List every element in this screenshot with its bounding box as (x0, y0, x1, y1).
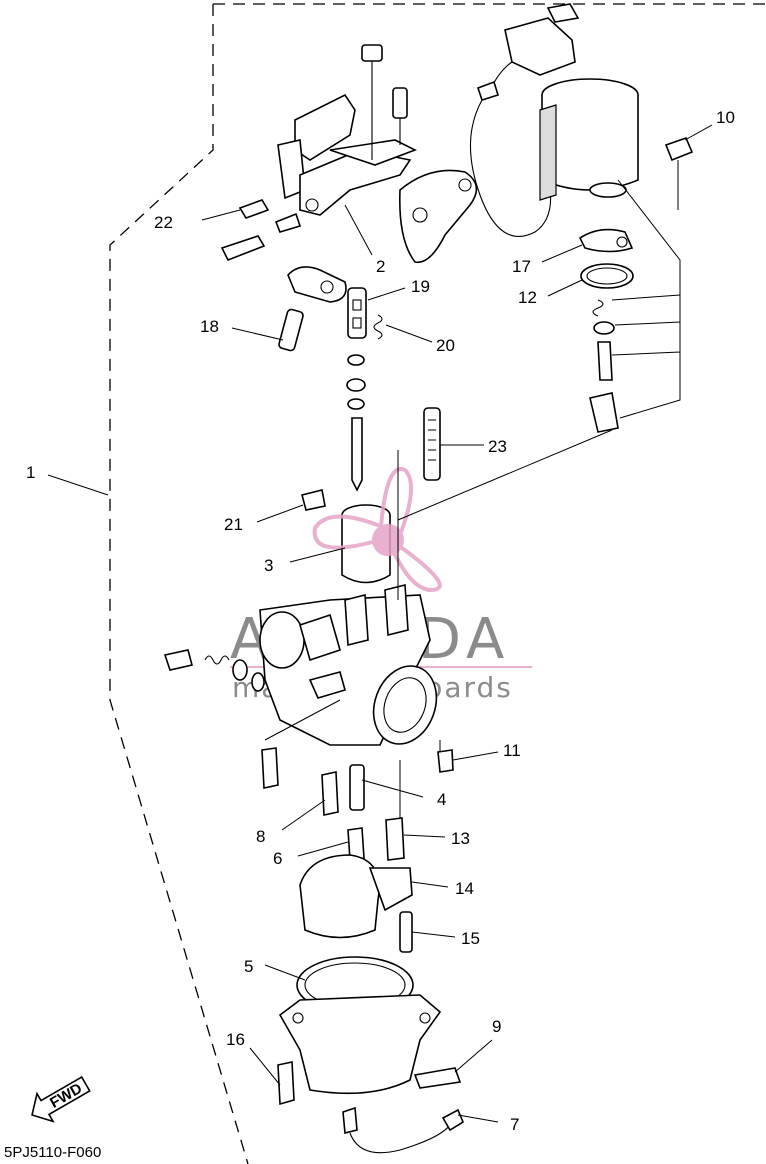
needle-jet-13 (385, 817, 405, 861)
screw-10 (664, 136, 694, 210)
screw-11 (437, 749, 454, 773)
bracket-17 (578, 228, 634, 253)
callout-12: 12 (518, 288, 537, 307)
assembly-boundary (109, 3, 766, 1164)
callout-15: 15 (461, 929, 480, 948)
solenoid-bracket-lines (611, 179, 681, 419)
plug-21 (301, 489, 326, 511)
screw-9 (413, 1067, 462, 1089)
callout-18: 18 (200, 317, 219, 336)
pin-15 (399, 911, 413, 953)
callout-8: 8 (256, 827, 265, 846)
spring-20 (373, 314, 383, 340)
washers (346, 354, 366, 410)
linkage-bracket (277, 44, 417, 216)
callout-22: 22 (154, 213, 173, 232)
solenoid-body (539, 78, 639, 201)
callout-2: 2 (376, 257, 385, 276)
callout-16: 16 (226, 1030, 245, 1049)
main-jet-4 (349, 764, 365, 811)
callout-17: 17 (512, 257, 531, 276)
callout-3: 3 (264, 556, 273, 575)
screw-22 (220, 199, 302, 262)
needle-clip-19 (347, 287, 367, 339)
pin-23 (423, 407, 441, 481)
nozzle-6 (347, 827, 365, 861)
callout-7: 7 (510, 1115, 519, 1134)
callout-20: 20 (436, 336, 455, 355)
callout-1: 1 (26, 463, 35, 482)
diagram-code: 5PJ5110-F060 (4, 1144, 101, 1161)
throttle-lever-18 (278, 266, 347, 352)
callout-4: 4 (437, 790, 446, 809)
choke-lever (398, 169, 478, 264)
callout-21: 21 (224, 515, 243, 534)
callout-leaders (47, 124, 713, 1123)
callout-19: 19 (411, 277, 430, 296)
callout-9: 9 (492, 1017, 501, 1036)
o-ring-12 (580, 263, 634, 289)
bolt-left (261, 747, 279, 789)
body-leaders (264, 429, 613, 820)
callout-13: 13 (451, 829, 470, 848)
carburetor-body (259, 583, 438, 746)
solenoid-stack (589, 299, 619, 433)
hose-7 (342, 1106, 465, 1154)
bolt-16 (277, 1061, 295, 1106)
fwd-arrow-icon: FWD (31, 1075, 91, 1123)
callout-11: 11 (503, 741, 521, 760)
callout-6: 6 (273, 849, 282, 868)
idle-screw-assembly (163, 649, 265, 692)
jet-needle (351, 417, 363, 492)
callout-5: 5 (244, 957, 253, 976)
screw-8 (321, 771, 339, 816)
callout-14: 14 (455, 879, 474, 898)
float-chamber (278, 994, 442, 1095)
callout-10: 10 (716, 108, 735, 127)
lead-wire (469, 99, 552, 237)
float-14 (299, 854, 413, 939)
connector (476, 3, 580, 101)
callout-23: 23 (488, 437, 507, 456)
